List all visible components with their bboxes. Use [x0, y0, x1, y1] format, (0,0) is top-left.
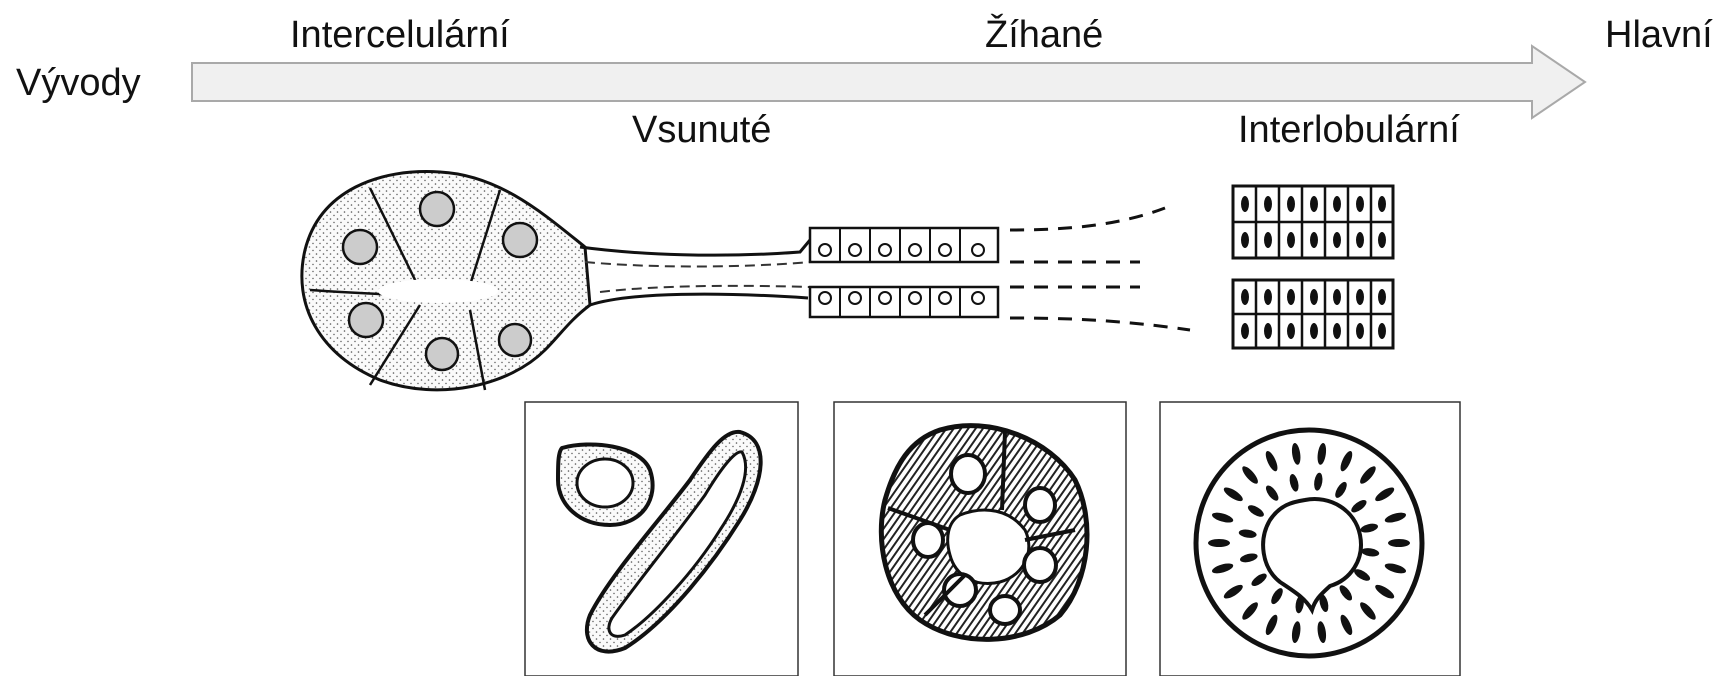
interlobular-label: Interlobulární — [1238, 111, 1460, 149]
interlobular-cross-section — [1196, 430, 1422, 656]
main-label: Hlavní — [1605, 16, 1713, 54]
nucleus-mark — [1388, 539, 1410, 547]
intercalated-label: Intercelulární — [290, 16, 510, 54]
striated-duct — [810, 228, 998, 317]
duct-continuation — [1010, 208, 1190, 330]
process-arrow — [192, 46, 1585, 118]
nucleus-mark — [1208, 539, 1230, 547]
striated-cross-section — [881, 426, 1087, 640]
striated-label: Žíhané — [985, 16, 1103, 54]
ducts-label: Vývody — [16, 64, 141, 102]
intercalated-duct — [580, 240, 810, 305]
acinus — [302, 172, 590, 390]
interlobular-epithelium — [1233, 186, 1393, 348]
inserted-label: Vsunuté — [632, 111, 771, 149]
